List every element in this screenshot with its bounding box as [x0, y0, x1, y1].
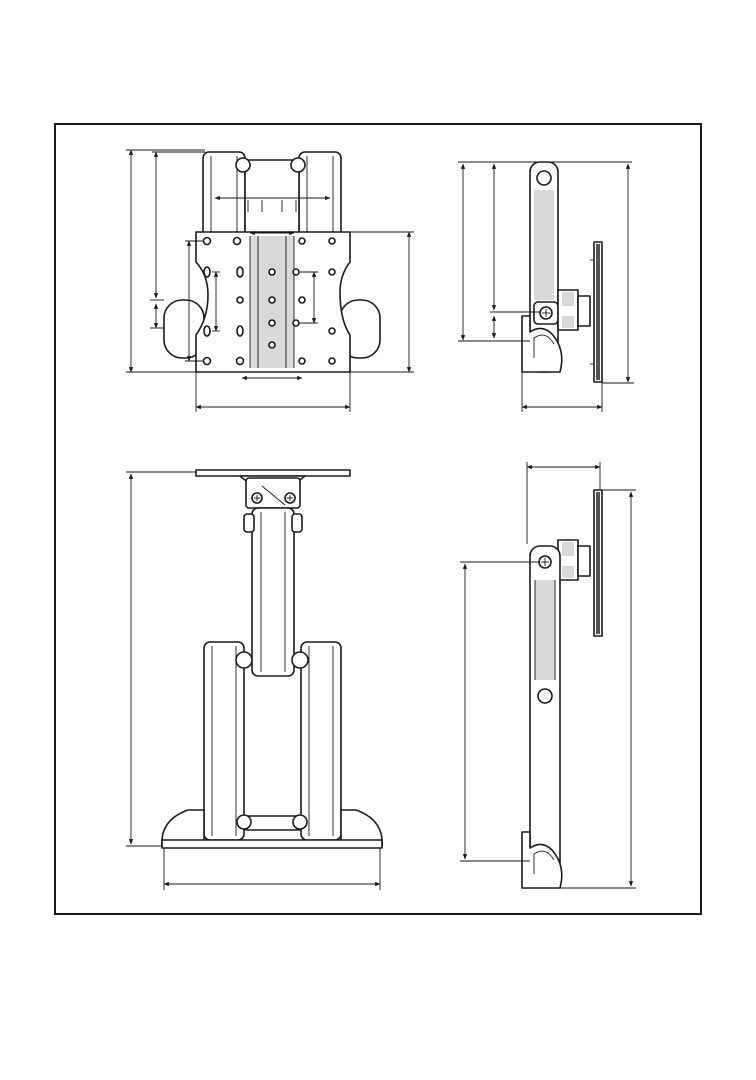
base-plate	[162, 840, 382, 848]
side-extended-view	[460, 462, 636, 888]
vesa-plate-edge	[196, 470, 350, 476]
extension-tube	[252, 508, 294, 676]
lower-tube-left	[204, 642, 244, 840]
front-collapsed-view	[126, 150, 414, 412]
side-collapsed-view	[458, 162, 634, 412]
drawing-frame	[55, 124, 701, 914]
lower-tube-right	[301, 642, 341, 840]
front-extended-view	[126, 470, 382, 890]
